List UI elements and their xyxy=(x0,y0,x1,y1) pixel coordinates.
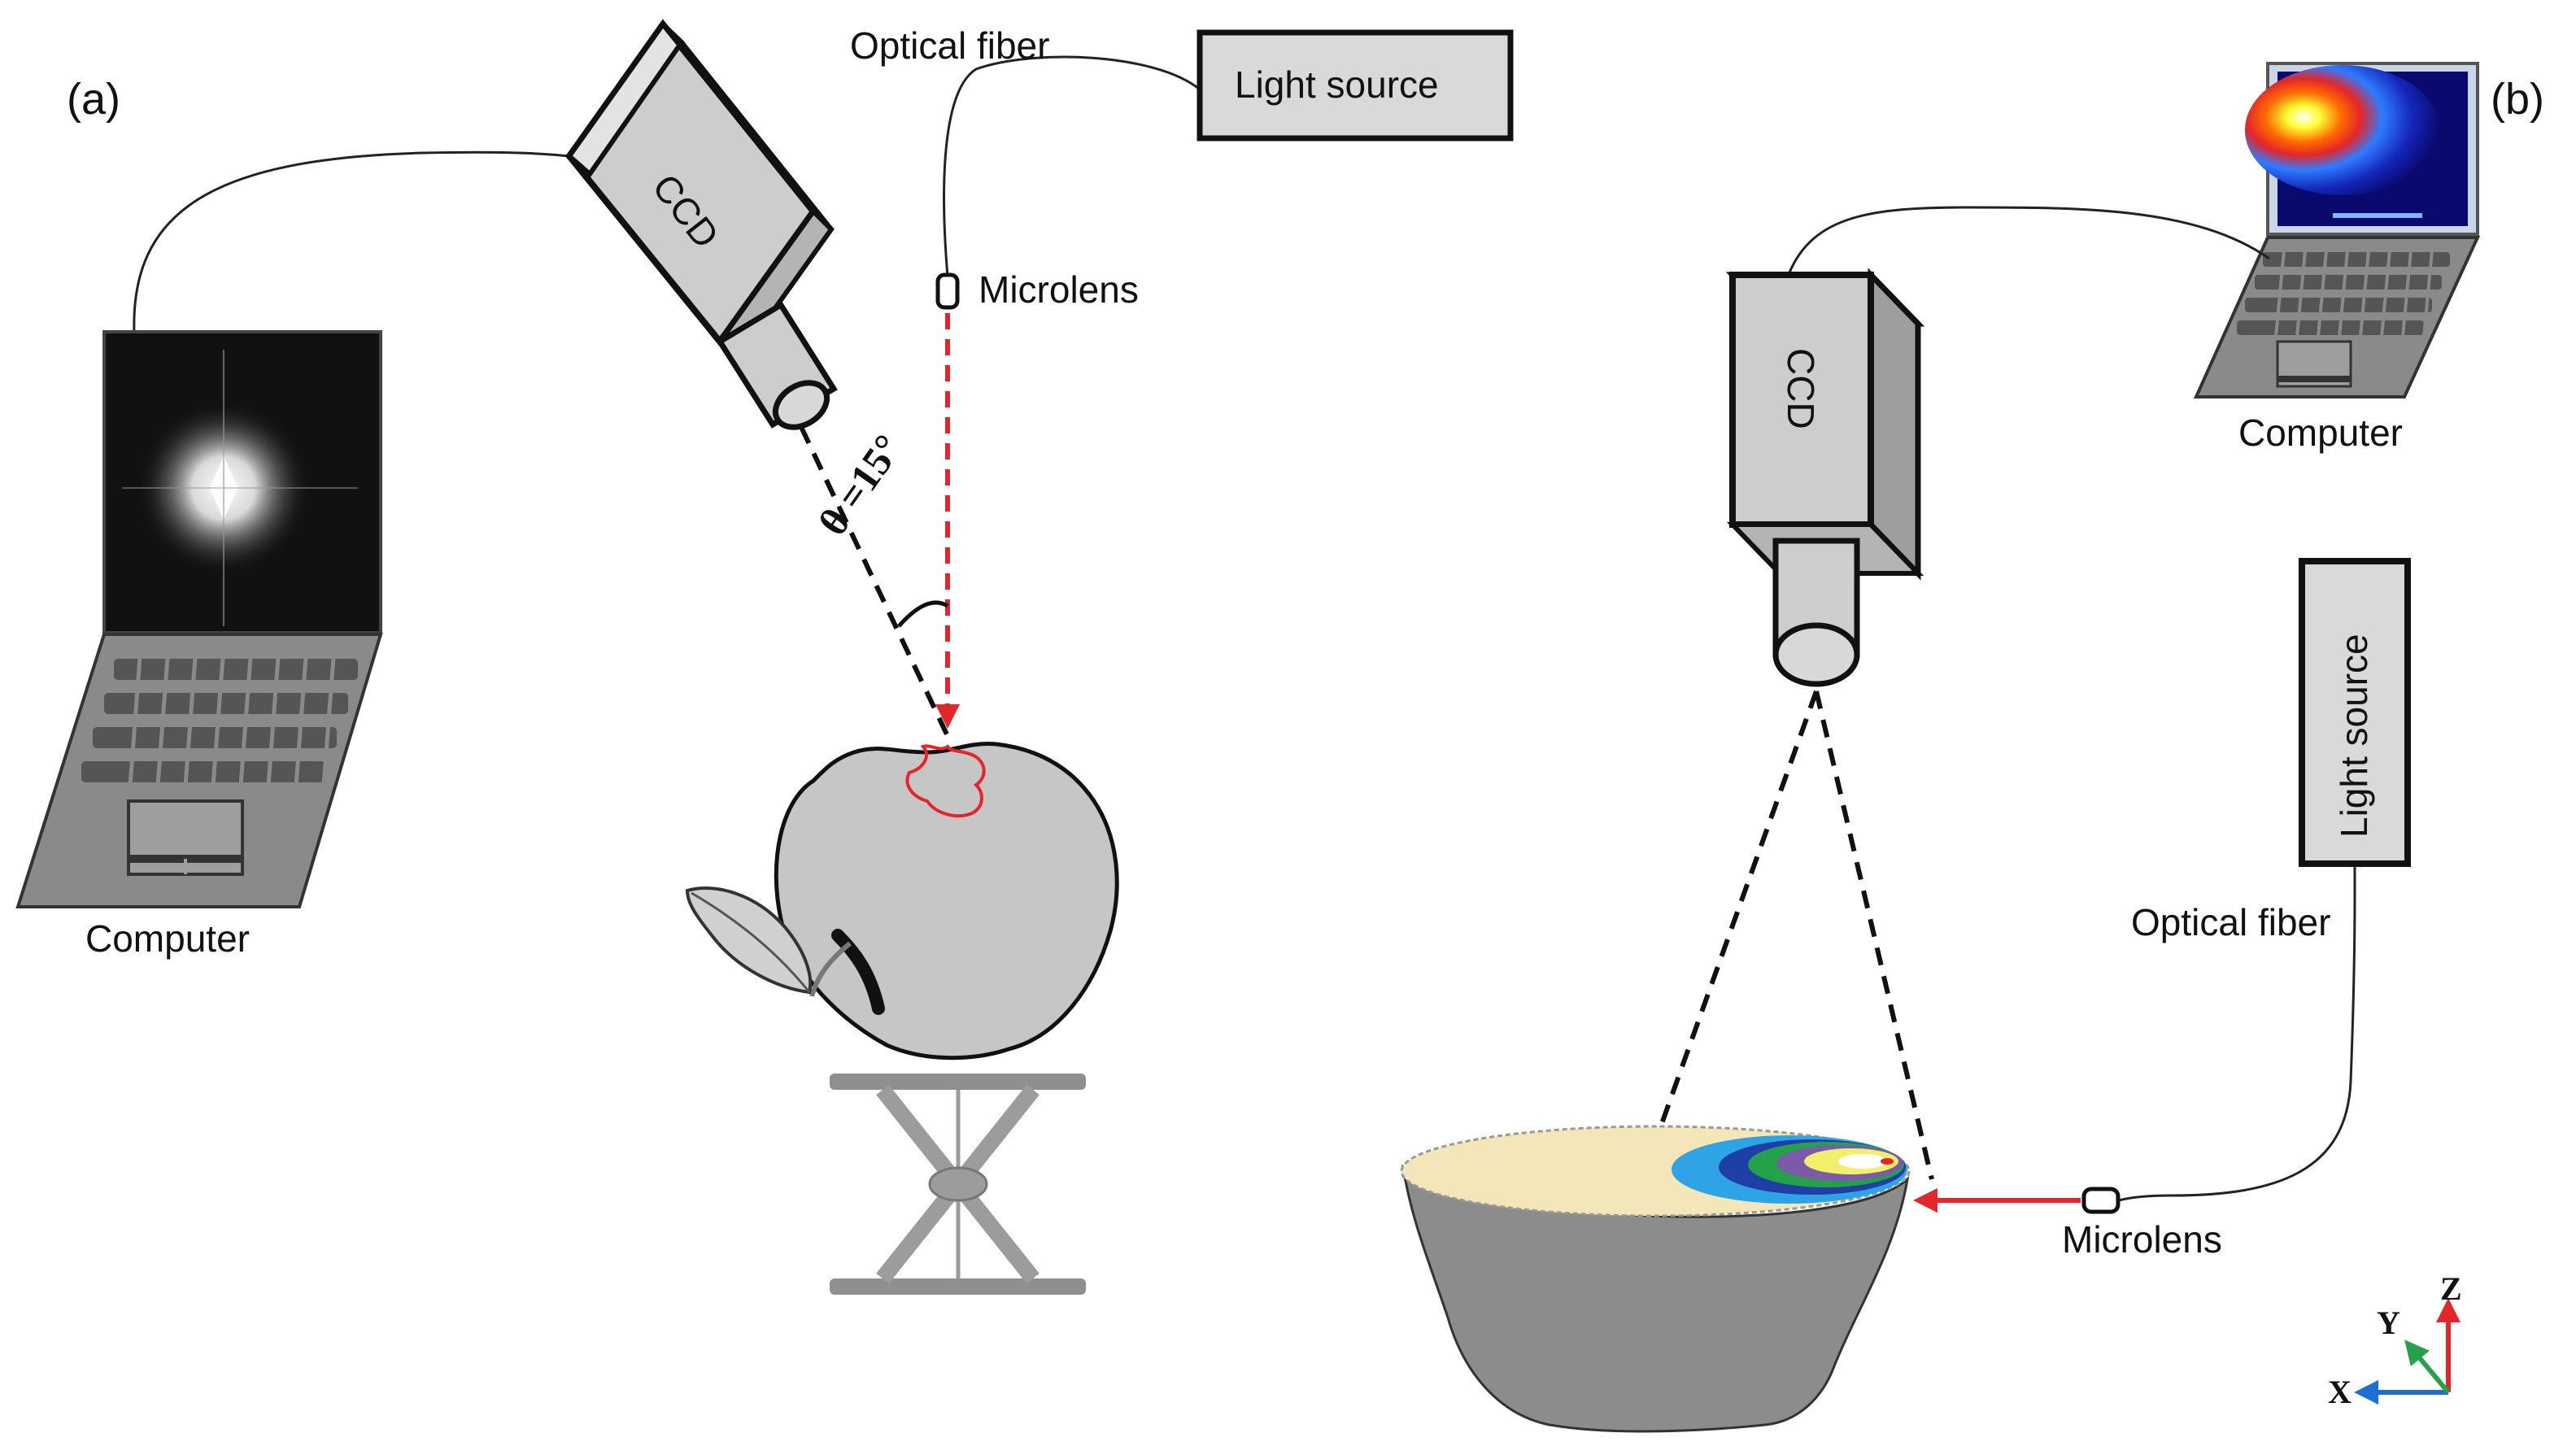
lab-jack-knob xyxy=(928,1166,988,1202)
ccd-camera-b: CCD xyxy=(1725,268,1925,687)
camera-view-line-b-right xyxy=(1814,690,1934,1180)
fiber-label-b: Optical fiber xyxy=(2131,901,2330,943)
illuminated-region xyxy=(905,744,986,818)
camera-view-line-b-left xyxy=(1657,690,1819,1132)
apple xyxy=(685,742,1119,1061)
microlens-label-a: Microlens xyxy=(979,268,1139,311)
laptop-a xyxy=(15,330,383,908)
diffuse-reflectance-pattern xyxy=(1672,1135,1907,1204)
y-axis xyxy=(2404,1339,2451,1394)
ccd-b-lens xyxy=(1772,622,1860,687)
lab-jack-base xyxy=(830,1278,1086,1295)
laptop-a-keys xyxy=(81,659,358,782)
light-source-label-a: Light source xyxy=(1235,63,1439,106)
optical-fiber-a xyxy=(943,55,1201,277)
microlens-label-b: Microlens xyxy=(2062,1218,2222,1261)
angle-arc xyxy=(897,600,949,628)
color-bar xyxy=(2333,213,2422,218)
laptop-b xyxy=(2193,62,2481,399)
microlens-b xyxy=(2081,1187,2121,1214)
intensity-map xyxy=(2245,65,2440,195)
lab-jack xyxy=(830,1074,1086,1295)
laptop-a-key-gaps xyxy=(128,656,336,786)
light-source-label-b: Light source xyxy=(2333,634,2375,838)
fiber-label-a: Optical fiber xyxy=(850,24,1049,67)
light-source-a xyxy=(1196,29,1514,142)
lab-jack-top xyxy=(830,1074,1086,1090)
light-source-b xyxy=(2299,558,2411,867)
apple-half xyxy=(1400,1125,1911,1433)
apple-body xyxy=(774,742,1119,1061)
apple-stem xyxy=(809,941,852,997)
z-axis-label: Z xyxy=(2440,1270,2462,1307)
panel-b-label: (b) xyxy=(2491,75,2544,124)
ccd-camera-a: CCD xyxy=(564,19,838,430)
computer-cable xyxy=(133,150,570,334)
ccd-b-label: CCD xyxy=(1780,348,1822,429)
angle-label: θ =15° xyxy=(809,426,911,543)
y-axis-label: Y xyxy=(2377,1304,2400,1341)
coordinate-axes: Z X Y xyxy=(2328,1270,2462,1410)
computer-cable-b xyxy=(1788,206,2270,273)
panel-a: (a) Co xyxy=(15,19,1514,1295)
apple-stem-shadow xyxy=(831,929,885,1015)
panel-b: (b) Computer xyxy=(1400,62,2544,1433)
ccd-b-body xyxy=(1729,272,1874,528)
apple-half-body xyxy=(1401,1164,1910,1433)
computer-label-a: Computer xyxy=(85,917,250,960)
panel-a-label: (a) xyxy=(67,75,120,124)
ccd-a-lens xyxy=(772,380,830,430)
computer-label-b: Computer xyxy=(2238,412,2403,454)
optical-fiber-b xyxy=(2118,866,2356,1202)
microlens-a xyxy=(935,272,960,310)
x-axis-label: X xyxy=(2328,1374,2352,1410)
